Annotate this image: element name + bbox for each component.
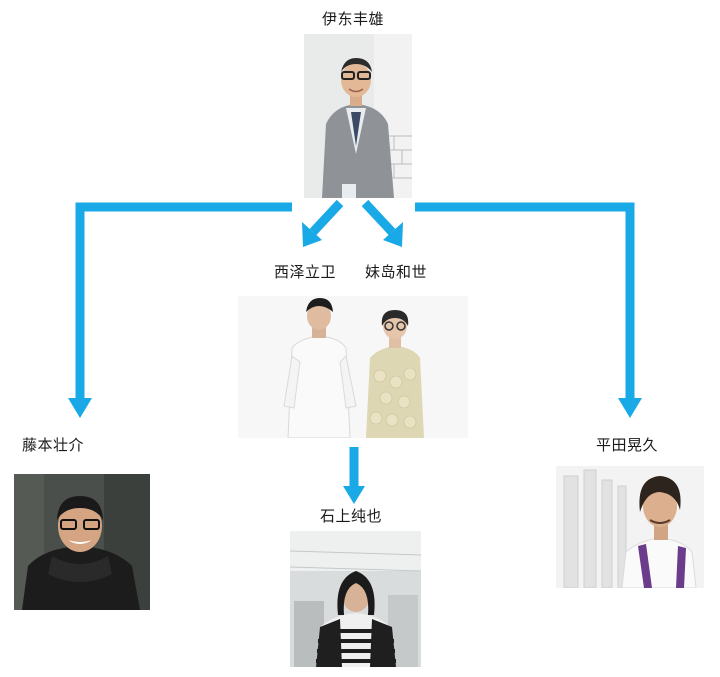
arrowhead-sejima — [383, 222, 403, 247]
portrait-nishizawa-and-sejima — [238, 296, 468, 438]
arrow-line-to-fujimoto — [75, 202, 292, 398]
portrait-hirata-akihisa — [556, 466, 704, 588]
arrow-line-to-nishizawa — [309, 199, 344, 236]
name-hirata-akihisa: 平田晃久 — [596, 436, 659, 454]
portrait-ishigami-junya — [290, 531, 421, 667]
portrait-fujimoto-sou — [14, 474, 150, 610]
arrowhead-nishizawa — [302, 222, 322, 247]
portrait-ito-toyo — [304, 34, 412, 198]
name-nishizawa-ryue: 西泽立卫 — [274, 263, 337, 281]
name-ito-toyo: 伊东丰雄 — [322, 10, 385, 28]
arrowhead-ishigami — [343, 486, 365, 504]
arrowhead-hirata — [618, 398, 642, 418]
name-sejima-kazuyo: 妹岛和世 — [365, 263, 428, 281]
arrow-line-to-sejima — [361, 199, 396, 236]
arrowhead-fujimoto — [68, 398, 92, 418]
arrow-line-to-hirata — [415, 202, 635, 398]
name-fujimoto-sou: 藤本壮介 — [22, 436, 85, 454]
name-ishigami-junya: 石上纯也 — [320, 507, 383, 525]
